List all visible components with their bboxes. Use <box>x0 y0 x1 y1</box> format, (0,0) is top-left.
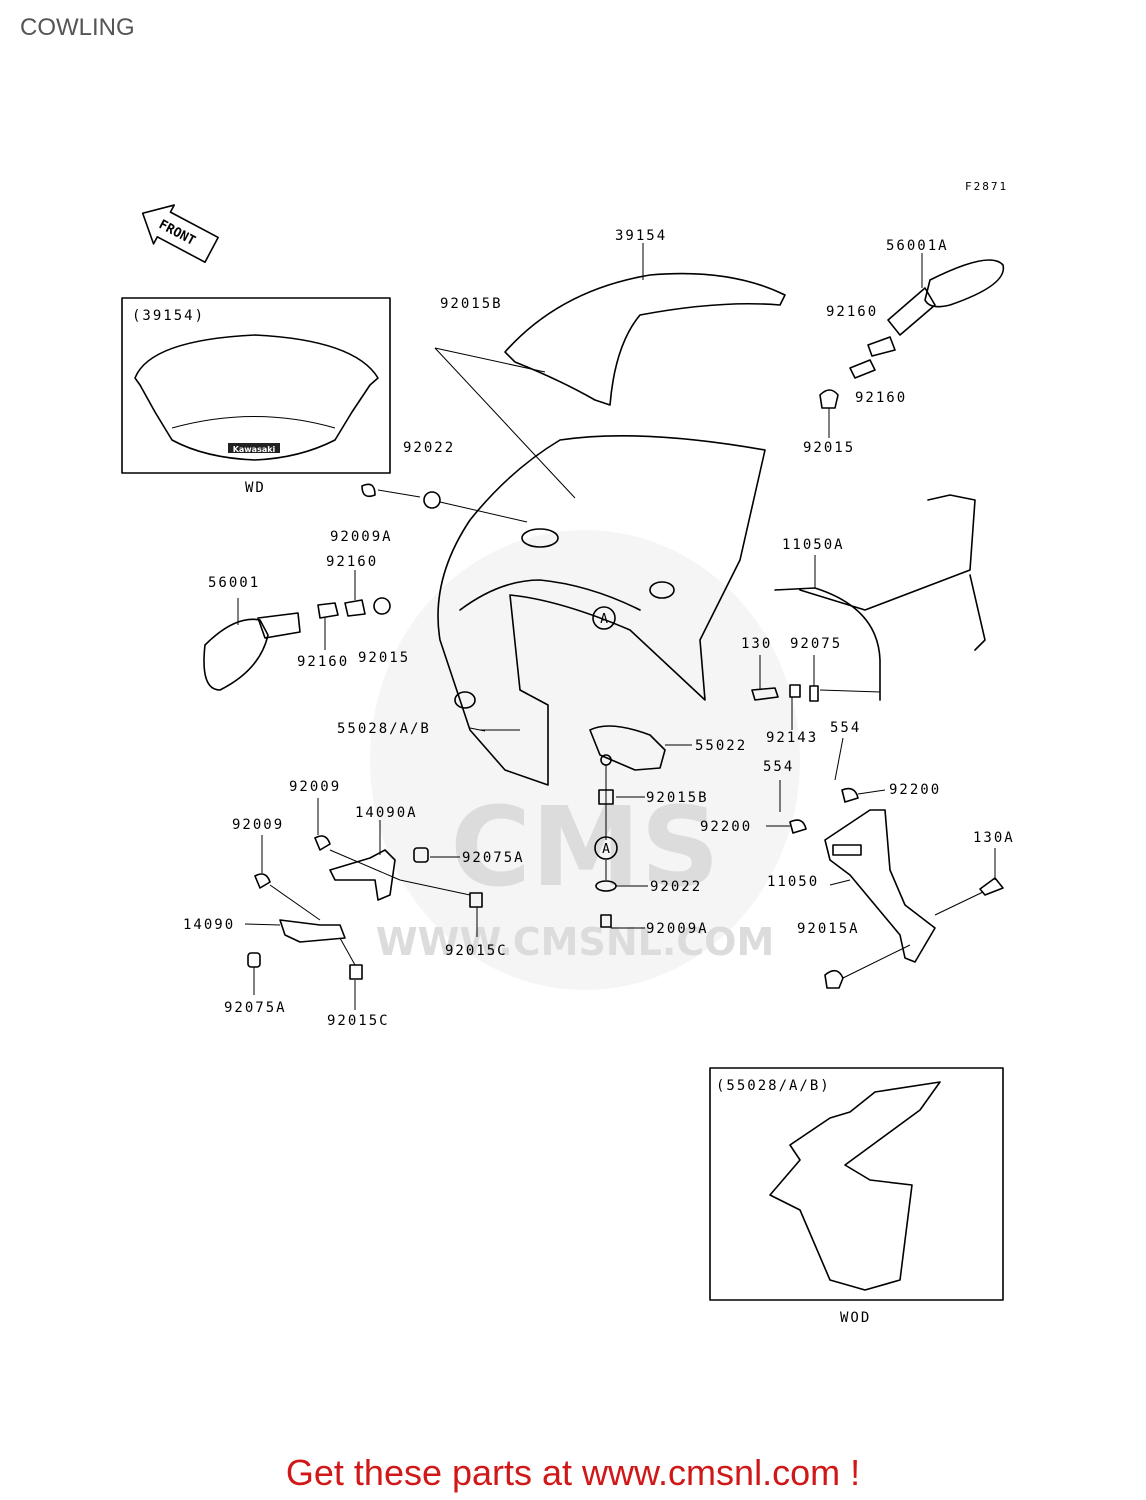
label-554-a: 554 <box>830 720 861 736</box>
footer-cta[interactable]: Get these parts at www.cmsnl.com ! <box>285 1452 861 1493</box>
label-92022-mid: 92022 <box>650 879 702 895</box>
label-92009-b: 92009 <box>232 817 284 833</box>
label-92009A-mid: 92009A <box>646 921 709 937</box>
label-92075A-a: 92075A <box>462 850 525 866</box>
label-92160-c: 92160 <box>326 554 378 570</box>
label-92015C-a: 92015C <box>445 943 508 959</box>
label-92075: 92075 <box>790 636 842 652</box>
label-11050A: 11050A <box>782 537 845 553</box>
label-130: 130 <box>741 636 772 652</box>
label-92022-top: 92022 <box>403 440 455 456</box>
upper-cowl-shape <box>504 272 786 406</box>
label-92015-left: 92015 <box>358 650 410 666</box>
label-92200-a: 92200 <box>889 782 941 798</box>
label-92075A-b: 92075A <box>224 1000 287 1016</box>
cowl-variant: WOD <box>840 1310 871 1326</box>
stay-bracket-shape <box>774 494 986 701</box>
label-11050: 11050 <box>767 874 819 890</box>
front-arrow-icon: FRONT <box>141 204 219 264</box>
mirror-left-shape <box>203 618 269 691</box>
label-39154: 39154 <box>615 228 667 244</box>
page-title: COWLING <box>20 14 135 41</box>
ref-mark-a-lower: A <box>602 842 610 857</box>
watermark-brand: CMS <box>450 783 719 911</box>
label-92160-a: 92160 <box>826 304 878 320</box>
label-55022: 55022 <box>695 738 747 754</box>
windshield-brand: Kawasaki <box>233 445 276 454</box>
windshield-variant: WD <box>245 480 266 496</box>
main-cowl-shape <box>437 434 766 786</box>
watermark: CMS WWW.CMSNL.COM <box>370 530 800 990</box>
label-92009-a: 92009 <box>289 779 341 795</box>
label-92009A-top: 92009A <box>330 529 393 545</box>
label-55028AB: 55028/A/B <box>337 721 431 737</box>
label-92160-d: 92160 <box>297 654 349 670</box>
label-56001A: 56001A <box>886 238 949 254</box>
label-92015A: 92015A <box>797 921 860 937</box>
mirror-right-shape <box>924 259 1005 308</box>
side-bracket-shape <box>824 809 936 963</box>
cowl-inset: (55028/A/B) WOD <box>709 1067 1004 1326</box>
label-92015C-b: 92015C <box>327 1013 390 1029</box>
label-92015-right: 92015 <box>803 440 855 456</box>
label-56001: 56001 <box>208 575 260 591</box>
label-14090: 14090 <box>183 917 235 933</box>
inner-bracket-shape <box>589 725 666 771</box>
label-92200-b: 92200 <box>700 819 752 835</box>
front-arrow-label: FRONT <box>156 217 198 249</box>
label-554-b: 554 <box>763 759 794 775</box>
figure-code: F2871 <box>965 180 1008 193</box>
label-92160-b: 92160 <box>855 390 907 406</box>
windshield-inset-label: (39154) <box>132 308 205 324</box>
watermark-url: WWW.CMSNL.COM <box>376 920 775 964</box>
windshield-inset: (39154) Kawasaki WD <box>121 297 391 496</box>
cowl-inset-label: (55028/A/B) <box>716 1078 831 1094</box>
label-92015B-mid: 92015B <box>646 790 709 806</box>
label-14090A: 14090A <box>355 805 418 821</box>
ref-mark-a-upper: A <box>600 612 608 627</box>
label-92015B-top: 92015B <box>440 296 503 312</box>
label-130A: 130A <box>973 830 1015 846</box>
label-92143: 92143 <box>766 730 818 746</box>
